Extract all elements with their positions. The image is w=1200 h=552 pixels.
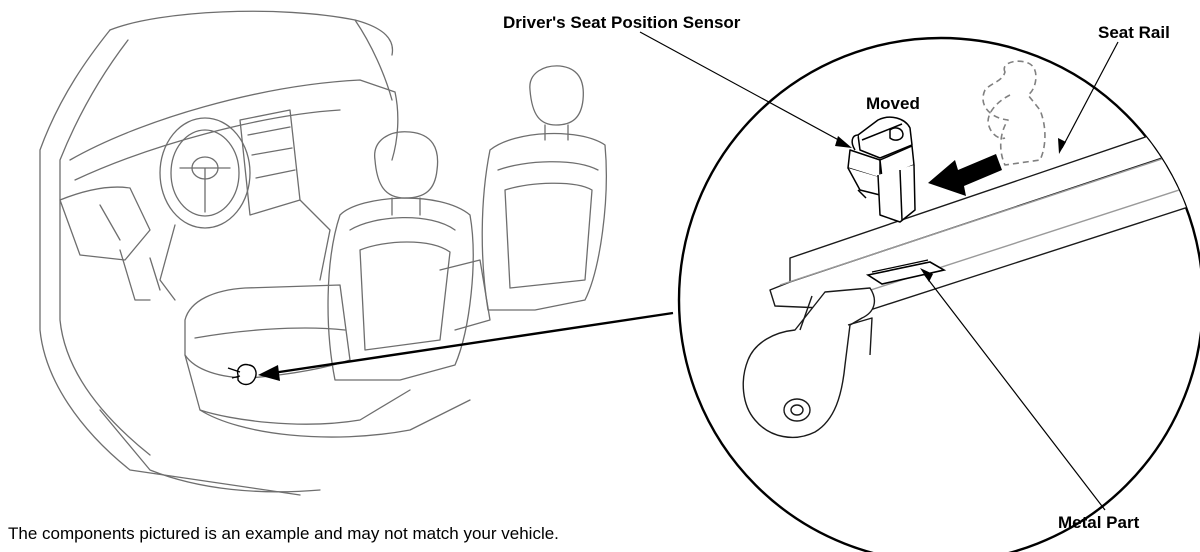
label-leaders [639,31,1119,511]
seat-rail-illustration [769,114,1200,311]
vehicle-interior-illustration [39,10,607,496]
seat-rail-label: Seat Rail [1098,23,1170,42]
metal-part-label: Metal Part [1058,513,1140,532]
footnote-text: The components pictured is an example an… [8,524,559,543]
label-arrowheads [835,136,1066,282]
sensor-label: Driver's Seat Position Sensor [503,13,741,32]
metal-part-shape [865,261,947,285]
rail-bracket-illustration [742,287,876,439]
sensor-location-mark [227,363,257,386]
movement-arrow [928,154,1002,196]
original-position-outline [982,60,1046,166]
zoom-leader-arrow [258,311,674,381]
moved-label: Moved [866,94,920,113]
position-sensor-illustration [847,116,916,223]
